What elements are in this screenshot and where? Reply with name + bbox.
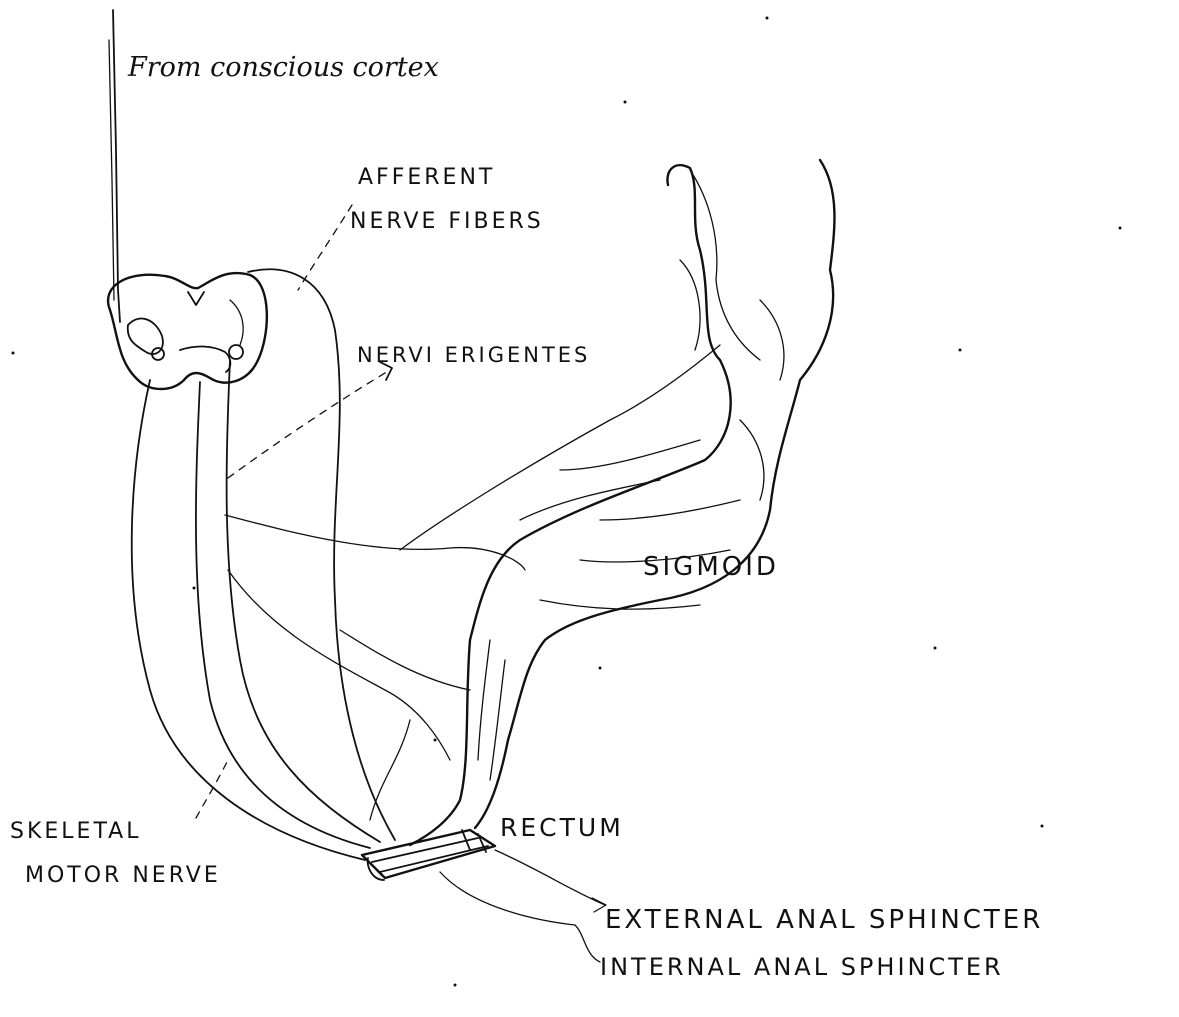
skeletal-motor-nerve-outer [132, 380, 365, 860]
label-nervi-erigentes: NERVI ERIGENTES [357, 343, 590, 367]
cortex-descending-tract-inner [109, 40, 114, 300]
label-skeletal-line2: MOTOR NERVE [25, 863, 221, 888]
spinal-cord-section [108, 273, 267, 389]
nervi-erigentes-branch-2 [228, 570, 450, 760]
afferent-leader-line [298, 205, 352, 290]
external-sphincter-leader [495, 850, 605, 905]
nervi-erigentes-branch-1 [225, 515, 525, 570]
nervi-erigentes-branch-5 [370, 720, 410, 820]
skeletal-motor-leader-line [196, 760, 228, 818]
label-afferent-line1: AFFERENT [358, 165, 495, 190]
label-internal-anal-sphincter: INTERNAL ANAL SPHINCTER [600, 953, 1004, 981]
internal-sphincter-leader [440, 872, 600, 962]
colon-outline [410, 160, 834, 845]
label-afferent-line2: NERVE FIBERS [350, 209, 544, 234]
label-sigmoid: SIGMOID [643, 552, 779, 582]
anal-sphincter-complex [362, 830, 495, 880]
nervi-erigentes-leader-line [228, 370, 390, 478]
skeletal-motor-nerve-inner [196, 382, 370, 848]
label-external-anal-sphincter: EXTERNAL ANAL SPHINCTER [605, 905, 1043, 935]
nervi-erigentes-branch-3 [340, 630, 470, 690]
label-from-conscious-cortex: From conscious cortex [127, 52, 439, 83]
label-rectum: RECTUM [500, 813, 624, 842]
label-skeletal-line1: SKELETAL [10, 819, 142, 844]
afferent-nerve-inner [227, 360, 380, 842]
